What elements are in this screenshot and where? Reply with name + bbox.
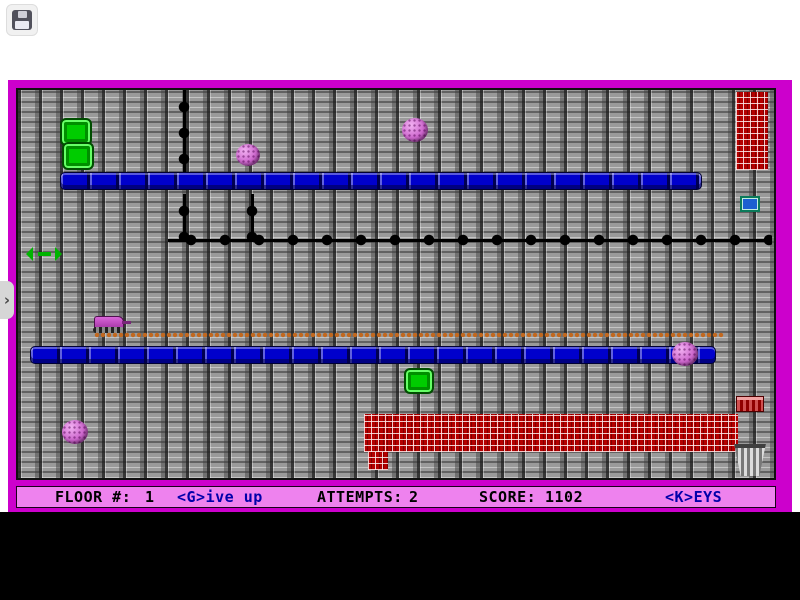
save-disk-icon [12,10,32,30]
attempts-value: 2 [409,488,419,506]
sprite-bricks [364,414,738,452]
score-label: SCORE: [479,488,537,506]
keys-hotkey: <K>EYS [665,488,723,506]
disk-shutter [18,11,27,18]
status-bar: FLOOR #: 1 <G>ive up ATTEMPTS: 2 SCORE: … [16,486,776,508]
sprite-blue-bar [30,346,716,364]
sprite-monitor [740,196,760,212]
sprite-bricks [368,452,388,470]
sprite-vspikes [244,194,260,242]
sprite-ball [62,420,88,444]
sprite-green-box [404,368,434,394]
floor-label: FLOOR #: [55,488,132,506]
floor-value: 1 [145,488,155,506]
sidebar-toggle[interactable]: › [0,281,14,319]
save-button[interactable] [6,4,38,36]
sprite-trash [734,444,766,476]
sprite-green-arrows [26,246,62,262]
sprite-blue-bar [60,172,702,190]
game-window: FLOOR #: 1 <G>ive up ATTEMPTS: 2 SCORE: … [8,80,792,512]
sprite-ball [402,118,428,142]
sprite-vspikes [176,90,192,174]
sprite-hspikes [168,232,772,248]
sprite-vspikes [176,194,192,242]
sprite-green-box [62,142,94,170]
sprite-ball [236,144,260,166]
toolbar [0,0,800,80]
chevron-right-icon: › [3,291,11,309]
sprite-red-box [736,396,764,412]
disk-label [15,21,29,29]
score-value: 1102 [545,488,584,506]
sprite-rope [94,332,724,338]
sprite-bricks [736,92,768,170]
sprite-ball [672,342,698,366]
give-up-hotkey: <G>ive up [177,488,263,506]
bottom-black-bar [0,512,800,600]
playfield[interactable] [16,88,776,480]
sprite-tank [93,316,131,333]
attempts-label: ATTEMPTS: [317,488,403,506]
